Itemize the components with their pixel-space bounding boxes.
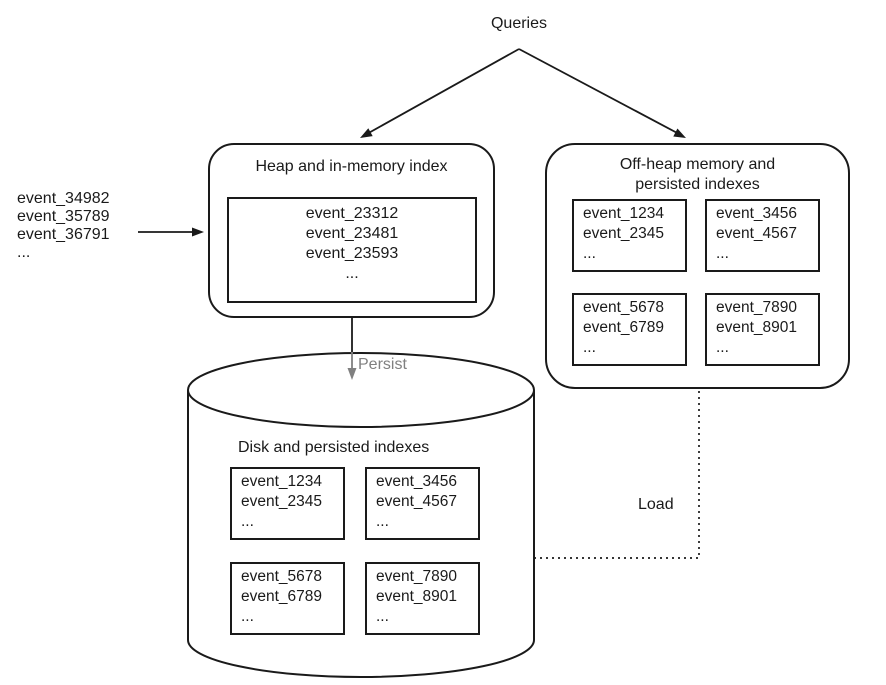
disk-segment-box: event_3456 event_4567 ... — [365, 467, 480, 540]
disk-title: Disk and persisted indexes — [238, 439, 430, 456]
heap-event-line: event_23481 — [305, 225, 399, 242]
offheap-box-title: Off-heap memory and persisted indexes — [619, 156, 776, 193]
offheap-segment-box: event_1234 event_2345 ... — [572, 199, 687, 272]
persist-edge-label: Persist — [358, 356, 407, 373]
disk-segment-box: event_5678 event_6789 ... — [230, 562, 345, 635]
queries-arrow-left — [360, 48, 520, 138]
heap-event-line: event_23312 — [305, 205, 399, 222]
load-edge-label: Load — [638, 496, 674, 513]
input-event-line: event_35789 — [17, 208, 110, 225]
offheap-segment-box: event_3456 event_4567 ... — [705, 199, 820, 272]
heap-in-memory-box: Heap and in-memory index event_23312 eve… — [208, 143, 495, 318]
heap-event-line: ... — [345, 265, 359, 282]
queries-arrow-right — [518, 48, 686, 138]
input-event-line: event_36791 — [17, 226, 110, 243]
offheap-segment-box: event_5678 event_6789 ... — [572, 293, 687, 366]
disk-segment-box: event_1234 event_2345 ... — [230, 467, 345, 540]
disk-segment-box: event_7890 event_8901 ... — [365, 562, 480, 635]
offheap-memory-box: Off-heap memory and persisted indexes ev… — [545, 143, 850, 389]
heap-event-line: event_23593 — [305, 245, 399, 262]
input-event-line: event_34982 — [17, 190, 110, 207]
input-event-list: event_34982 event_35789 event_36791 ... — [17, 190, 110, 262]
input-events-arrow — [138, 227, 204, 237]
persist-arrow — [347, 317, 357, 380]
input-event-line: ... — [17, 244, 31, 261]
offheap-segment-box: event_7890 event_8901 ... — [705, 293, 820, 366]
load-dotted-arrow — [534, 377, 704, 559]
heap-box-title: Heap and in-memory index — [255, 158, 448, 175]
heap-index-box: event_23312 event_23481 event_23593 ... — [227, 197, 477, 303]
queries-label: Queries — [490, 15, 548, 32]
